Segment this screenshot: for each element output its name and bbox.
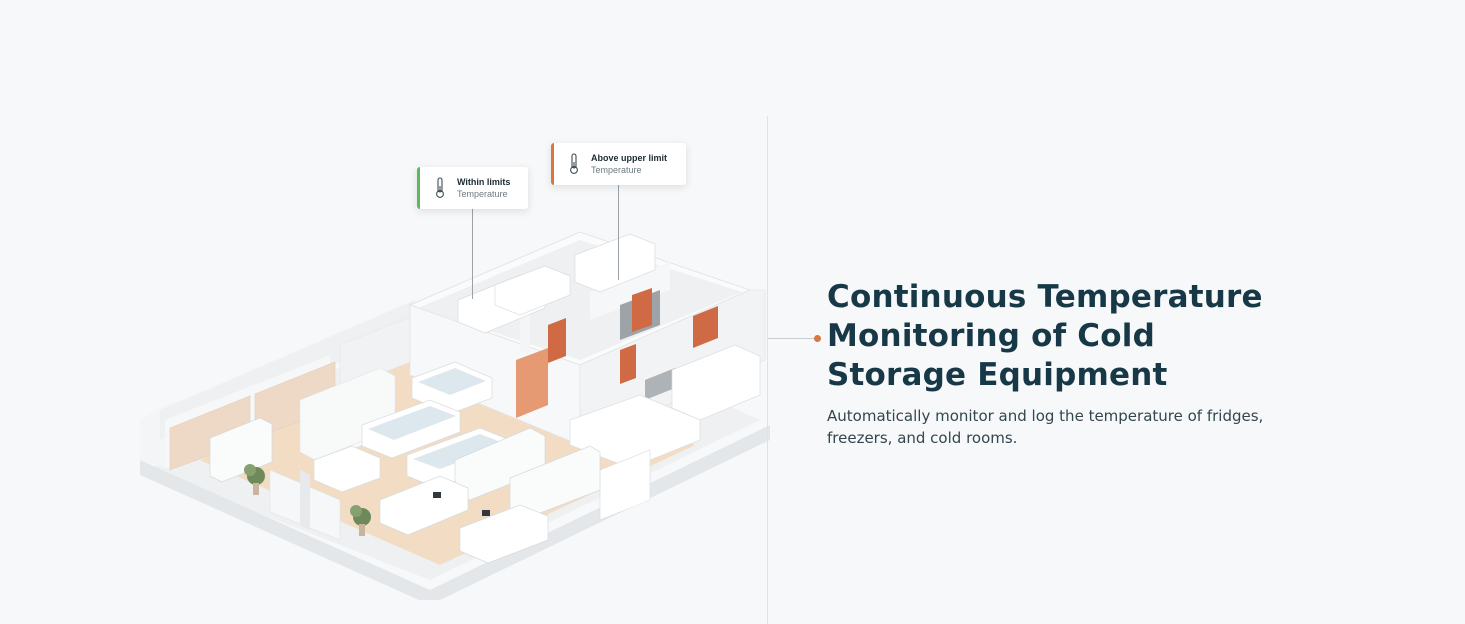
status-indicator-bar [551,143,554,185]
status-card-subtitle: Temperature [457,189,508,199]
store-floorplan-illustration [140,231,770,600]
vertical-divider [767,116,768,624]
status-card-title: Within limits [457,177,511,187]
status-card-title: Above upper limit [591,153,668,163]
thermometer-icon [436,177,444,198]
status-card-above-upper-limit: Above upper limit Temperature [551,143,686,185]
feature-headline: Continuous Temperature Monitoring of Col… [827,279,1263,393]
status-card-subtitle: Temperature [591,165,642,175]
plant-icon [244,464,371,536]
status-indicator-bar [417,167,420,209]
cold-room-doors [548,288,718,384]
status-leader-line [472,209,473,299]
feature-description: Automatically monitor and log the temper… [827,407,1264,447]
thermometer-icon [570,153,578,174]
status-card-within-limits: Within limits Temperature [417,167,528,209]
connector-line [768,338,816,339]
status-leader-line [618,185,619,280]
feature-text: Continuous Temperature Monitoring of Col… [827,278,1267,449]
connector-dot [814,335,821,342]
